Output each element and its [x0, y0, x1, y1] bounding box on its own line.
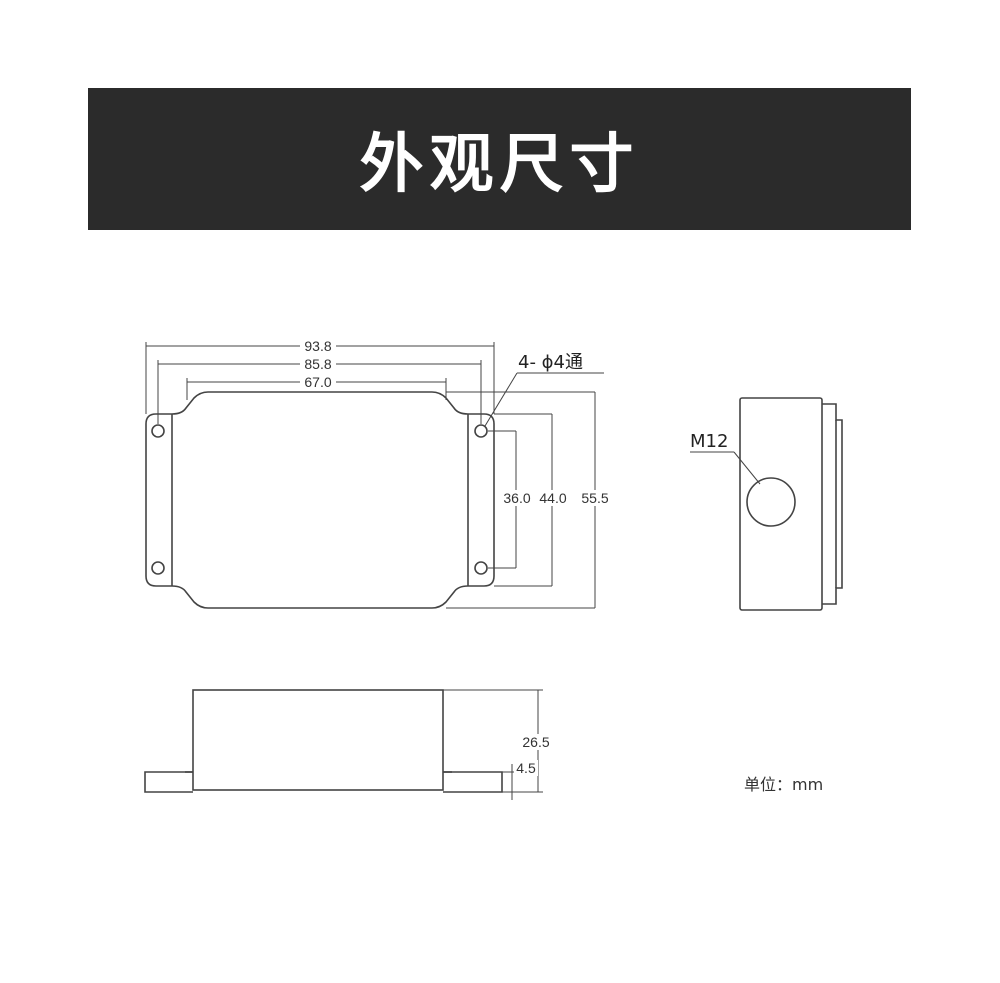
- dim-mount-spacing: 85.8: [304, 356, 331, 372]
- front-view: [144, 689, 543, 800]
- mount-hole-tl: [151, 424, 165, 438]
- dim-hole-spacing-y: 36.0: [503, 490, 530, 506]
- hole-leader-line: [484, 372, 518, 427]
- thread-label: M12: [690, 431, 728, 452]
- mount-hole-br: [474, 561, 488, 575]
- m12-port-circle: [746, 477, 796, 527]
- front-view-body: [192, 689, 444, 791]
- mount-hole-tr: [474, 424, 488, 438]
- mount-hole-bl: [151, 561, 165, 575]
- dim-body-width: 67.0: [304, 374, 331, 390]
- dim-overall-width: 93.8: [304, 338, 331, 354]
- side-view: [690, 397, 843, 611]
- dim-overall-height: 55.5: [581, 490, 608, 506]
- dim-body-height: 44.0: [539, 490, 566, 506]
- side-view-lid: [822, 403, 843, 605]
- side-view-body: [739, 397, 823, 611]
- hole-spec-label: 4- ϕ4通: [518, 352, 583, 373]
- page-title: 外观尺寸: [359, 128, 640, 202]
- dim-total-height: 26.5: [522, 734, 549, 750]
- front-view-left-flange: [144, 771, 193, 793]
- front-view-right-flange: [443, 771, 503, 793]
- header-banner: 外观尺寸: [88, 88, 911, 230]
- height-dimensions: [446, 391, 596, 609]
- dim-flange-height: 4.5: [516, 760, 536, 776]
- top-view-outline: [145, 391, 495, 609]
- top-view: [145, 342, 604, 609]
- unit-label: 单位：mm: [744, 775, 823, 794]
